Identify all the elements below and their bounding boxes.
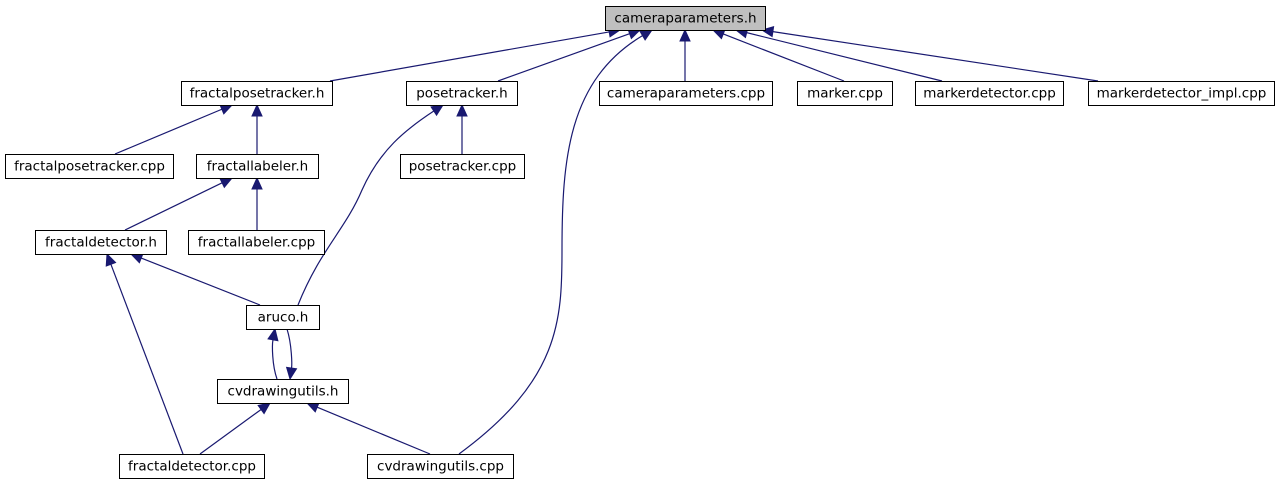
edge-fractaldet_h-to-fractallabeler_h <box>124 177 234 231</box>
edge-line <box>141 257 261 306</box>
node-camparams-cpp[interactable]: cameraparameters.cpp <box>599 81 773 106</box>
node-aruco-h[interactable]: aruco.h <box>246 305 320 330</box>
edge-fractaldet_cpp-to-cvdrawing_h <box>199 402 271 455</box>
node-box <box>246 305 320 330</box>
edge-arrowhead <box>219 104 234 115</box>
node-box <box>188 230 325 255</box>
edge-cvdrawing_h-to-aruco_h <box>267 327 279 380</box>
node-label: fractalposetracker.cpp <box>14 159 165 175</box>
node-fractallabeler-cpp[interactable]: fractallabeler.cpp <box>188 230 325 255</box>
node-layer: cameraparameters.h fractalposetracker.h po… <box>5 6 1275 479</box>
edge-aruco_h-to-posetracker_h <box>297 104 445 306</box>
node-label: markerdetector_impl.cpp <box>1097 86 1267 102</box>
edge-arrowhead <box>105 252 117 267</box>
edge-arrowhead <box>639 29 654 41</box>
node-fractallabeler-h[interactable]: fractallabeler.h <box>196 154 319 179</box>
edge-camparams_cpp-to-camparams_h <box>679 28 691 81</box>
node-box <box>406 81 518 106</box>
node-markerdet-cpp[interactable]: markerdetector.cpp <box>915 81 1064 106</box>
node-label: marker.cpp <box>807 86 883 102</box>
edge-line <box>286 328 293 369</box>
edge-arrowhead <box>285 366 298 381</box>
edge-cvdrawing_cpp-to-cvdrawing_h <box>305 402 431 455</box>
edge-layer <box>105 26 1099 455</box>
node-cvdrawing-h[interactable]: cvdrawingutils.h <box>217 379 349 404</box>
node-posetracker-cpp[interactable]: posetracker.cpp <box>400 154 525 179</box>
edge-marker_cpp-to-camparams_h <box>711 28 845 82</box>
edge-fractalpose_h-to-camparams_h <box>329 26 622 82</box>
edge-line <box>458 35 643 455</box>
edge-arrowhead <box>219 177 234 189</box>
node-box <box>119 454 265 479</box>
edge-line <box>746 32 943 82</box>
edge-arrowhead <box>430 104 445 117</box>
edge-aruco_h-to-fractaldet_h <box>129 252 261 306</box>
node-box <box>5 154 174 179</box>
node-label: cameraparameters.cpp <box>607 86 765 102</box>
node-cvdrawing-cpp[interactable]: cvdrawingutils.cpp <box>367 454 514 479</box>
edge-line <box>723 33 845 82</box>
edge-fractallabeler_h-to-fractalpose_h <box>251 103 263 154</box>
edge-arrowhead <box>251 176 263 190</box>
edge-line <box>316 406 431 455</box>
edge-line <box>199 408 262 455</box>
edge-fractaldet_cpp-to-fractaldet_h <box>105 252 184 455</box>
edge-line <box>497 33 630 82</box>
node-label: fractalposetracker.h <box>190 86 325 102</box>
edge-arrowhead <box>679 28 691 42</box>
edge-line <box>114 108 223 155</box>
edge-line <box>124 182 223 231</box>
edge-arrowhead <box>251 103 263 117</box>
node-label: posetracker.h <box>416 86 508 102</box>
node-label: cameraparameters.h <box>614 11 756 27</box>
edge-aruco_h-to-cvdrawing_h <box>285 328 298 381</box>
edge-posetracker_cpp-to-posetracker_h <box>456 103 468 154</box>
node-fractalpose-cpp[interactable]: fractalposetracker.cpp <box>5 154 174 179</box>
node-box <box>181 81 333 106</box>
node-box <box>367 454 514 479</box>
edge-arrowhead <box>456 103 468 117</box>
node-box <box>217 379 349 404</box>
edge-fractallabeler_cpp-to-fractallabeler_h <box>251 176 263 230</box>
edge-fractalpose_cpp-to-fractalpose_h <box>114 104 234 155</box>
node-box <box>1088 81 1275 106</box>
edge-line <box>110 264 184 455</box>
node-label: fractaldetector.h <box>45 235 157 251</box>
edge-line <box>329 31 610 82</box>
edge-line <box>297 110 435 306</box>
node-box <box>35 230 167 255</box>
node-markerdetimpl-cpp[interactable]: markerdetector_impl.cpp <box>1088 81 1275 106</box>
node-box <box>915 81 1064 106</box>
node-camparams-h[interactable]: cameraparameters.h <box>605 6 766 31</box>
node-box <box>196 154 319 179</box>
node-fractaldet-cpp[interactable]: fractaldetector.cpp <box>119 454 265 479</box>
edge-markerdet_cpp-to-camparams_h <box>734 27 943 82</box>
node-label: posetracker.cpp <box>409 159 517 175</box>
node-box <box>605 6 766 31</box>
edge-arrowhead <box>267 327 279 342</box>
edge-arrowhead <box>257 402 271 415</box>
edge-posetracker_h-to-camparams_h <box>497 28 642 82</box>
node-label: aruco.h <box>258 310 309 326</box>
node-fractaldet-h[interactable]: fractaldetector.h <box>35 230 167 255</box>
edge-markerdetimpl_cpp-to-camparams_h <box>760 26 1099 82</box>
node-box <box>797 81 893 106</box>
node-box <box>400 154 525 179</box>
node-label: cvdrawingutils.h <box>228 384 339 400</box>
node-marker-cpp[interactable]: marker.cpp <box>797 81 893 106</box>
node-label: fractaldetector.cpp <box>128 459 256 475</box>
node-label: markerdetector.cpp <box>923 86 1056 102</box>
node-box <box>599 81 773 106</box>
node-posetracker-h[interactable]: posetracker.h <box>406 81 518 106</box>
node-label: fractallabeler.cpp <box>198 235 315 251</box>
node-label: cvdrawingutils.cpp <box>377 459 504 475</box>
node-label: fractallabeler.h <box>207 159 308 175</box>
edge-line <box>772 31 1099 82</box>
node-fractalpose-h[interactable]: fractalposetracker.h <box>181 81 333 106</box>
edge-line <box>271 339 278 380</box>
